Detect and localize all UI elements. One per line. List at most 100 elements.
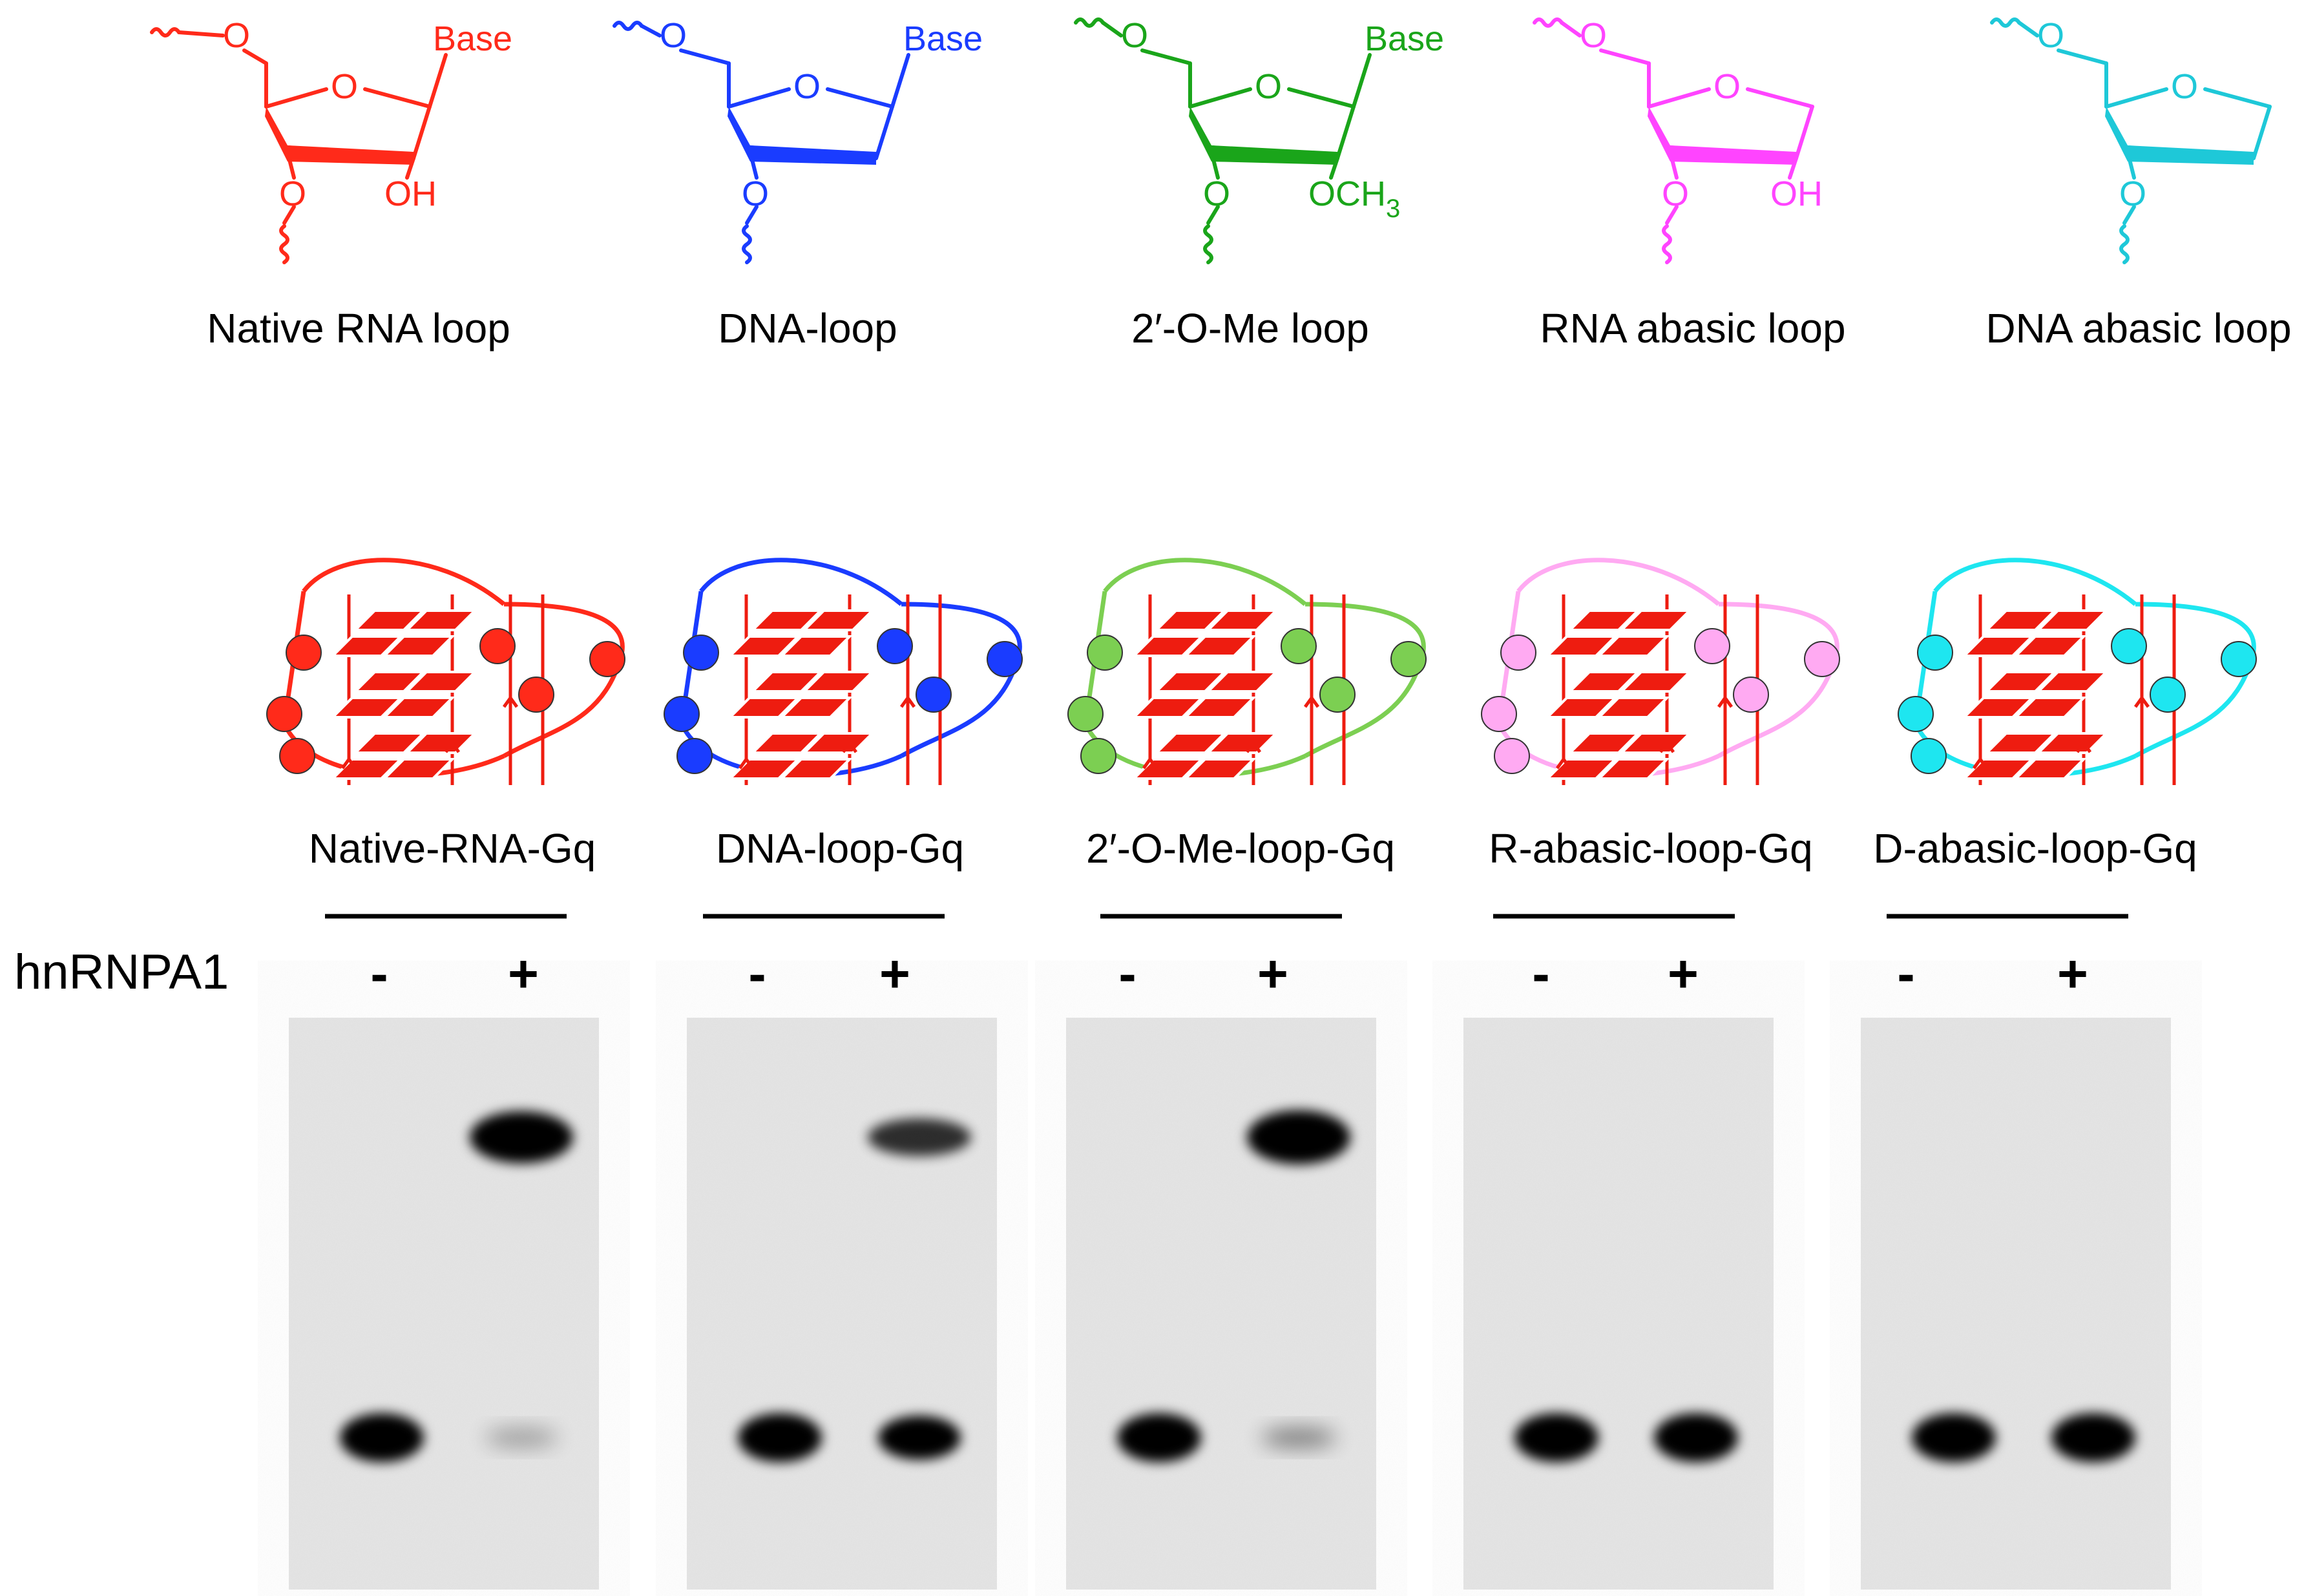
g-quartet-plate: [2013, 758, 2087, 780]
g-quartet-plate: [1153, 732, 1228, 754]
loop-nucleotide: [589, 641, 625, 677]
sugar-rna-abasic: O O O OH: [1533, 16, 1823, 264]
g-quartet-plate: [727, 697, 801, 719]
loop-nucleotide: [479, 628, 516, 664]
gel-panel: [1463, 1018, 1774, 1590]
two-prime-label: OH: [384, 174, 437, 213]
loop-nucleotide: [1804, 641, 1840, 677]
g-quartet-plate: [1205, 671, 1279, 693]
o5-label: O: [1580, 16, 1607, 55]
g-quartet-plate: [1567, 671, 1641, 693]
minus-sign: -: [748, 945, 766, 1003]
free-rna-band: [1261, 1427, 1336, 1448]
loop-nucleotide: [2221, 641, 2257, 677]
loop-nucleotide: [266, 696, 302, 732]
protein-complex-band: [1247, 1110, 1350, 1164]
g-quartet-plate: [1596, 697, 1670, 719]
sugar-name-native-rna: Native RNA loop: [207, 305, 510, 352]
quadruplex-diagram: [1067, 558, 1427, 785]
strand-arrow-icon: [444, 740, 461, 753]
g-quartet-plate: [352, 732, 426, 754]
gq-name-native-rna: Native-RNA-Gq: [309, 825, 596, 872]
g-quartet-plate: [1984, 609, 2058, 631]
hnrnpa1-label: hnRNPA1: [14, 945, 229, 1000]
minus-sign: -: [370, 945, 388, 1003]
sugar-structures: O O Base O OH O O: [150, 16, 2272, 264]
sugar-name-dna-abasic: DNA abasic loop: [1985, 305, 2291, 352]
free-rna-band: [738, 1413, 822, 1462]
g-quartet-plate: [2035, 609, 2110, 631]
loop-nucleotide: [683, 635, 719, 671]
loop-nucleotide: [2111, 628, 2147, 664]
g-quartet-plate: [1567, 732, 1641, 754]
loop-nucleotide: [916, 677, 952, 713]
g-quartet-plate: [352, 609, 426, 631]
sugar-dna-abasic: O O O: [1990, 16, 2272, 264]
g-quartet-plate: [801, 732, 875, 754]
strand-arrow-icon: [1555, 756, 1572, 770]
plus-sign: +: [1668, 945, 1699, 1003]
g-quartet-plate: [1961, 697, 2035, 719]
g-quartet-plate: [727, 758, 801, 780]
quadruplex-diagrams: [266, 558, 2257, 785]
loop-nucleotide: [1694, 628, 1730, 664]
strand-arrow-icon: [2075, 740, 2092, 753]
o3-label: O: [2119, 174, 2146, 213]
g-quartet-plate: [1618, 732, 1693, 754]
o5-label: O: [660, 16, 687, 55]
gel-texture: [687, 1018, 997, 1590]
loop-nucleotide: [1898, 696, 1934, 732]
gel-texture: [1463, 1018, 1774, 1590]
g-quartet-plate: [1596, 635, 1670, 657]
loop-nucleotide: [987, 641, 1023, 677]
free-rna-band: [878, 1415, 961, 1460]
plus-sign: +: [879, 945, 910, 1003]
g-quartet-plate: [1153, 609, 1228, 631]
g-quartet-plate: [404, 732, 478, 754]
free-rna-band: [1514, 1413, 1598, 1462]
sugar-native-rna: O O Base O OH: [150, 16, 512, 264]
loop-nucleotide: [286, 635, 322, 671]
g-quartet-plate: [779, 758, 853, 780]
base-label: Base: [433, 19, 512, 58]
strand-arrow-icon: [340, 756, 357, 770]
strand-arrow-icon: [1659, 740, 1675, 753]
minus-sign: -: [1118, 945, 1136, 1003]
base-label: Base: [903, 19, 983, 58]
gq-name-d-abasic: D-abasic-loop-Gq: [1873, 825, 2197, 872]
loop-nucleotide: [1911, 738, 1947, 774]
g-quartet-plate: [1618, 671, 1693, 693]
free-rna-band: [1117, 1413, 1201, 1462]
gq-name-dna: DNA-loop-Gq: [716, 825, 964, 872]
loop-nucleotide: [1087, 635, 1123, 671]
loop-nucleotide: [1500, 635, 1536, 671]
sugar-dna: O O Base O: [613, 16, 983, 264]
wavy-bond-icon: [150, 27, 181, 37]
loop-nucleotide: [1481, 696, 1517, 732]
protein-complex-band: [470, 1111, 573, 1164]
gel-panel: [687, 1018, 997, 1590]
g-quartet-plate: [1544, 635, 1618, 657]
g-quartet-plate: [779, 697, 853, 719]
g-quartet-plate: [1544, 758, 1618, 780]
strand-arrow-icon: [899, 695, 916, 708]
loop-nucleotide: [1494, 738, 1530, 774]
g-quartet-plate: [1182, 758, 1257, 780]
strand-arrow-icon: [1142, 756, 1158, 770]
loop-nucleotide: [2150, 677, 2186, 713]
gq-name-r-abasic: R-abasic-loop-Gq: [1489, 825, 1813, 872]
g-quartet-plate: [1205, 732, 1279, 754]
g-quartet-plate: [749, 609, 824, 631]
base-label: Base: [1365, 19, 1444, 58]
gel-texture: [1066, 1018, 1376, 1590]
loop-nucleotide: [676, 738, 713, 774]
gq-name-2-o-me: 2′-O-Me-loop-Gq: [1086, 825, 1395, 872]
strand-arrow-icon: [1717, 695, 1734, 708]
strand-arrow-icon: [2133, 695, 2150, 708]
g-quartet-plate: [352, 671, 426, 693]
strand-arrow-icon: [738, 756, 755, 770]
plus-sign: +: [1257, 945, 1288, 1003]
quadruplex-diagram: [1898, 558, 2257, 785]
g-quartet-plate: [1131, 697, 1205, 719]
o5-label: O: [223, 16, 250, 55]
